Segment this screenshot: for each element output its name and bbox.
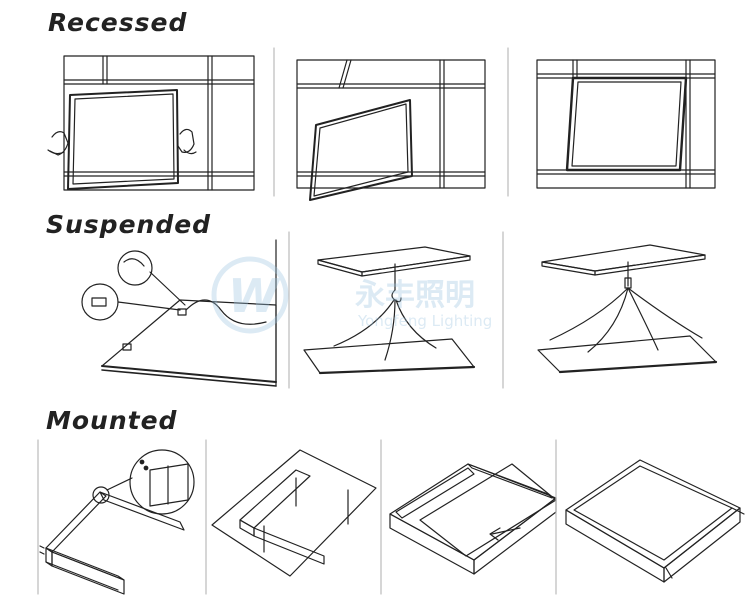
mounted-step-2 (205, 439, 377, 595)
mounted-step-1 (37, 439, 195, 595)
suspended-step-3 (537, 244, 718, 374)
section-title-mounted: Mounted (46, 406, 178, 435)
watermark-brand-en: Yongfeng Lighting (357, 312, 492, 330)
section-title-recessed: Recessed (48, 8, 188, 37)
suspended-step-2 (303, 246, 476, 375)
mounted-step-4 (555, 439, 745, 595)
recessed-step-1 (47, 55, 255, 191)
svg-text:W: W (228, 269, 281, 323)
watermark-brand-cn: 永丰照明 (355, 278, 475, 313)
watermark: W 永丰照明 Yongfeng Lighting (211, 256, 492, 334)
suspended-step-1 (81, 239, 277, 387)
recessed-step-2 (296, 59, 486, 201)
recessed-step-3 (536, 59, 716, 189)
section-title-suspended: Suspended (46, 210, 212, 239)
mounted-step-3 (380, 439, 557, 595)
